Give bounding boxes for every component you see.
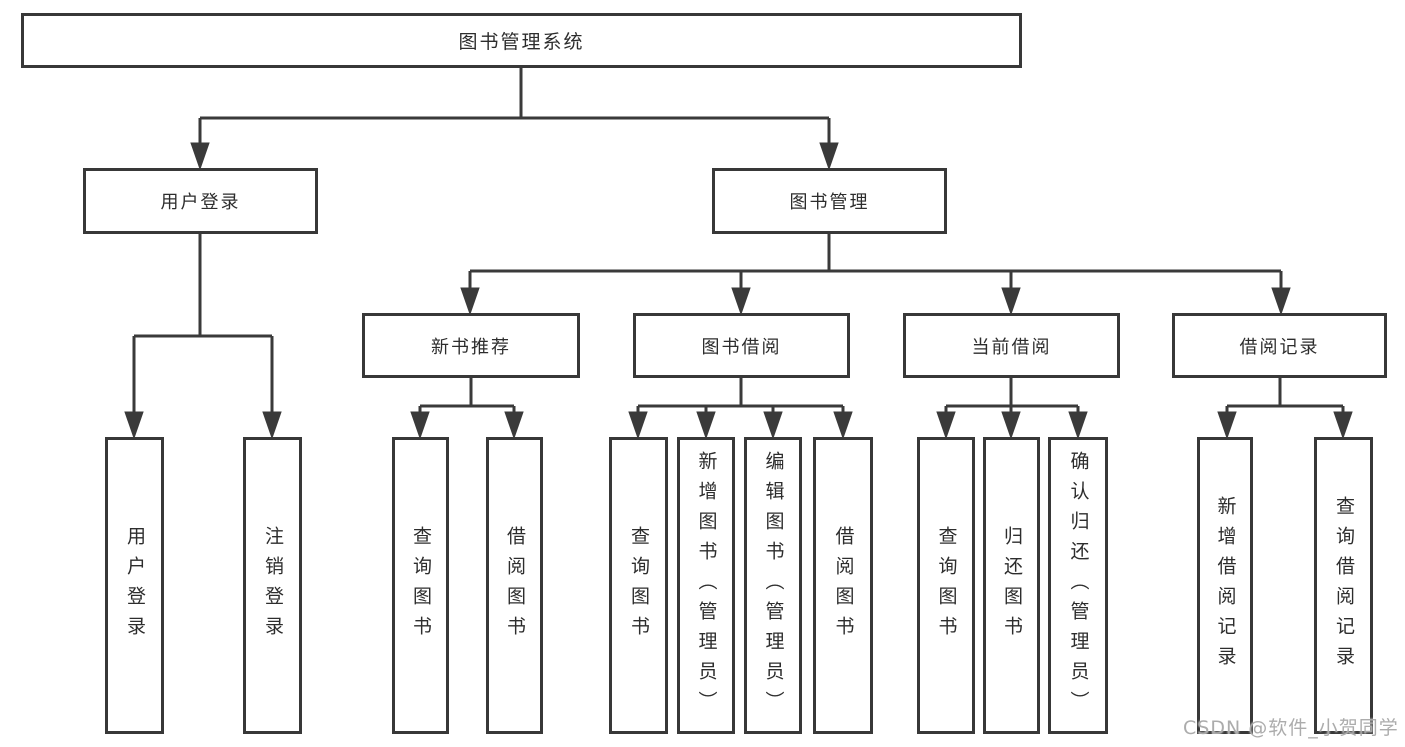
csdn-watermark: CSDN @软件_小贺同学 <box>1183 717 1399 739</box>
connector-book-borrow-to-leaves <box>636 376 845 414</box>
node-current-borrowing: 当前借阅 <box>903 313 1120 378</box>
arrowhead-down-icon <box>731 287 751 316</box>
arrowhead-down-icon <box>1271 287 1291 316</box>
leaf-label: 新增图书（管理员） <box>695 450 718 721</box>
node-label: 图书管理系统 <box>458 31 585 53</box>
node-label: 借阅记录 <box>1239 336 1320 358</box>
arrowhead-down-icon <box>262 411 282 440</box>
arrowhead-down-icon <box>1217 411 1237 440</box>
connector-user-login-to-leaves <box>132 232 274 414</box>
arrowhead-down-icon <box>763 411 783 440</box>
leaf-label: 确认归还（管理员） <box>1067 450 1090 721</box>
leaf-logout: 注销登录 <box>243 437 302 734</box>
leaf-newbook-borrow-books: 借阅图书 <box>486 437 543 734</box>
arrowhead-down-icon <box>190 142 210 171</box>
leaf-borrow-edit-books-admin: 编辑图书（管理员） <box>744 437 802 734</box>
arrowhead-down-icon <box>833 411 853 440</box>
node-user-login: 用户登录 <box>83 168 318 234</box>
node-label: 当前借阅 <box>971 336 1052 358</box>
node-label: 图书借阅 <box>701 336 782 358</box>
arrowhead-down-icon <box>504 411 524 440</box>
leaf-label: 查询借阅记录 <box>1333 495 1355 676</box>
leaf-label: 借阅图书 <box>832 525 855 646</box>
leaf-record-add-borrow-record: 新增借阅记录 <box>1197 437 1253 734</box>
leaf-label: 编辑图书（管理员） <box>762 450 785 721</box>
leaf-newbook-query-books: 查询图书 <box>392 437 449 734</box>
leaf-borrow-add-books-admin: 新增图书（管理员） <box>677 437 735 734</box>
arrowhead-down-icon <box>1068 411 1088 440</box>
leaf-label: 新增借阅记录 <box>1214 495 1237 676</box>
node-label: 图书管理 <box>789 192 870 213</box>
node-book-management: 图书管理 <box>712 168 947 234</box>
connector-root-to-branches <box>198 67 831 145</box>
node-label: 用户登录 <box>160 192 241 213</box>
connector-current-borrow-to-leaves <box>944 376 1080 414</box>
arrowhead-down-icon <box>410 411 430 440</box>
leaf-label: 借阅图书 <box>504 525 526 646</box>
connector-new-book-to-leaves <box>418 376 516 414</box>
arrowhead-down-icon <box>628 411 648 440</box>
leaf-current-confirm-return-admin: 确认归还（管理员） <box>1048 437 1108 734</box>
leaf-current-return-books: 归还图书 <box>983 437 1040 734</box>
leaf-user-login: 用户登录 <box>105 437 164 734</box>
leaf-label: 查询图书 <box>410 525 432 646</box>
leaf-borrow-query-books: 查询图书 <box>609 437 668 734</box>
node-label: 新书推荐 <box>431 336 511 358</box>
leaf-label: 归还图书 <box>1001 525 1023 646</box>
arrowhead-down-icon <box>1333 411 1353 440</box>
arrowhead-down-icon <box>936 411 956 440</box>
node-library-management-system: 图书管理系统 <box>21 13 1022 68</box>
arrowhead-down-icon <box>124 411 144 440</box>
leaf-label: 用户登录 <box>124 525 146 646</box>
arrowhead-down-icon <box>696 411 716 440</box>
node-new-book-recommendation: 新书推荐 <box>362 313 580 378</box>
leaf-current-query-books: 查询图书 <box>917 437 975 734</box>
leaf-label: 注销登录 <box>262 525 284 646</box>
leaf-record-query-borrow-record: 查询借阅记录 <box>1314 437 1373 734</box>
leaf-label: 查询图书 <box>935 525 958 646</box>
connector-borrow-record-to-leaves <box>1225 376 1345 414</box>
arrowhead-down-icon <box>460 287 480 316</box>
leaf-borrow-borrow-books: 借阅图书 <box>813 437 873 734</box>
node-borrowing-records: 借阅记录 <box>1172 313 1387 378</box>
connector-book-management-to-sections <box>468 232 1283 290</box>
node-book-borrowing: 图书借阅 <box>633 313 850 378</box>
arrowhead-down-icon <box>1001 287 1021 316</box>
leaf-label: 查询图书 <box>628 525 650 646</box>
arrowhead-down-icon <box>1001 411 1021 440</box>
arrowhead-down-icon <box>819 142 839 171</box>
